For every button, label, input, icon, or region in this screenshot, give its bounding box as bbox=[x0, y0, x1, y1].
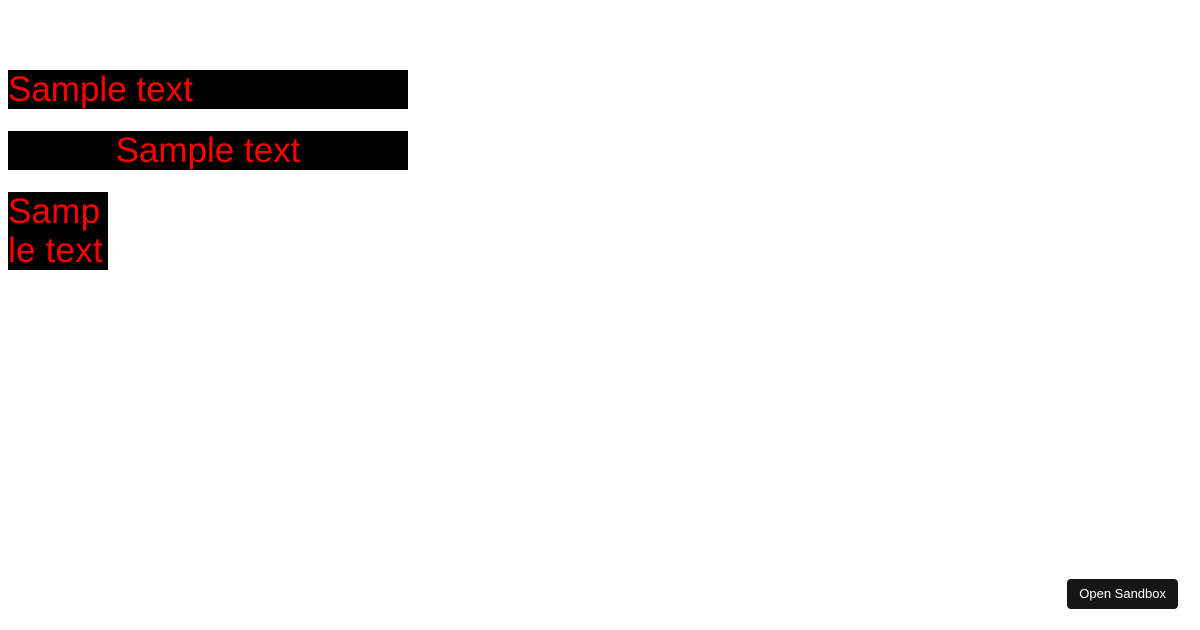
sample-text-box-left: Sample text bbox=[8, 70, 408, 109]
sample-text-box-centered: Sample text bbox=[8, 131, 408, 170]
sample-text-box-narrow-wrapped: Sample text bbox=[8, 192, 108, 270]
open-sandbox-button[interactable]: Open Sandbox bbox=[1067, 579, 1178, 609]
demo-content: Sample text Sample text Sample text bbox=[8, 70, 408, 270]
